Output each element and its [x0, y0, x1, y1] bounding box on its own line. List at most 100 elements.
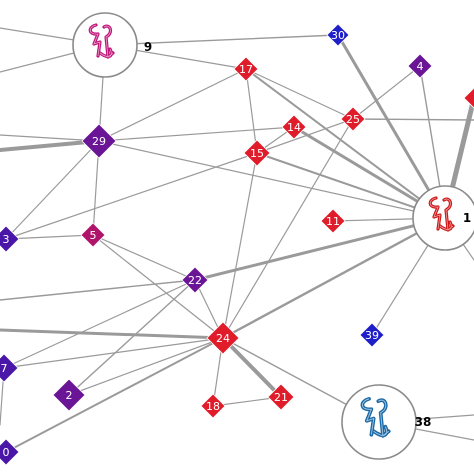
diamond-node-4[interactable]: 4 — [407, 53, 433, 79]
node-label: 3 — [3, 233, 10, 246]
node-label: 0 — [3, 446, 10, 459]
cluster-circle — [341, 384, 417, 460]
node-label: 25 — [346, 113, 360, 126]
diamond-shape — [267, 383, 295, 411]
edge-L3b-24 — [0, 328, 225, 340]
edge-15-24 — [222, 152, 258, 339]
diamond-node-3[interactable]: 3 — [0, 225, 20, 253]
node-label: 17 — [239, 63, 253, 76]
node-label: 24 — [216, 332, 230, 345]
diamond-shape — [0, 225, 20, 253]
edge-17-25 — [245, 68, 354, 120]
edge-29-14 — [98, 126, 295, 142]
cluster-node-9[interactable]: 9 — [72, 12, 152, 78]
edge-5-22 — [92, 234, 196, 281]
edge-3-15 — [5, 152, 258, 240]
diamond-shape — [320, 208, 346, 234]
diamond-node-24[interactable]: 24 — [206, 321, 240, 355]
protein-ribbon-highlight — [429, 197, 454, 231]
cluster-circle — [72, 12, 138, 78]
diamond-node-18[interactable]: 18 — [200, 393, 226, 419]
diamond-node-2[interactable]: 2 — [52, 378, 86, 412]
diamond-shape — [243, 139, 271, 167]
edge-17-1 — [245, 68, 446, 219]
cluster-node-38[interactable]: 38 — [341, 384, 432, 460]
diamond-node-39[interactable]: 39 — [359, 322, 385, 348]
diamond-node-29[interactable]: 29 — [81, 123, 117, 159]
edge-22-1 — [193, 216, 447, 282]
node-label: 18 — [206, 400, 220, 413]
diamond-node-14[interactable]: 14 — [281, 114, 307, 140]
edge-24-7 — [3, 337, 224, 369]
diamond-node-0[interactable]: 0 — [0, 438, 20, 466]
diamond-node-7[interactable]: 7 — [0, 353, 19, 383]
diamond-shape — [281, 114, 307, 140]
edge-25-15 — [256, 118, 354, 154]
diamond-shape — [200, 393, 226, 419]
node-label: 5 — [90, 229, 97, 242]
edge-25-24 — [222, 118, 354, 339]
edge-29-1 — [98, 140, 446, 219]
diamond-shape — [463, 87, 474, 109]
diamond-shape — [81, 123, 117, 159]
node-label: 11 — [326, 215, 340, 228]
diamond-node-25[interactable]: 25 — [340, 106, 366, 132]
diamond-nodes: 30 17 4 25 14 29 15 11 3 5 22 24 39 7 2 18 21 0 — [0, 23, 474, 466]
cluster-label: 38 — [415, 415, 432, 429]
diamond-node-r[interactable] — [463, 87, 474, 109]
edge-7-22 — [3, 279, 196, 369]
edge-29-3 — [5, 140, 100, 240]
diamond-shape — [326, 23, 350, 47]
diamond-shape — [407, 53, 433, 79]
edge-17-15 — [245, 68, 258, 154]
edge-24-2 — [68, 337, 224, 396]
edge-0-24 — [5, 337, 224, 453]
diamond-shape — [233, 56, 259, 82]
diamond-node-15[interactable]: 15 — [243, 139, 271, 167]
edge-25-Rt — [352, 118, 474, 121]
diamond-shape — [181, 266, 209, 294]
edge-Lm-29 — [0, 139, 101, 152]
diamond-node-11[interactable]: 11 — [320, 208, 346, 234]
node-label: 22 — [188, 274, 202, 287]
node-label: 21 — [274, 391, 288, 404]
cluster-label: 1 — [463, 211, 471, 225]
cluster-nodes: 9 1 38 — [72, 12, 474, 460]
node-label: 30 — [331, 29, 345, 42]
node-label: 7 — [1, 362, 8, 375]
diamond-shape — [206, 321, 240, 355]
diamond-node-21[interactable]: 21 — [267, 383, 295, 411]
node-label: 29 — [92, 135, 106, 148]
edge-L3a-22 — [0, 279, 196, 301]
cluster-circle — [412, 185, 474, 251]
edge-3-5 — [5, 234, 94, 240]
diamond-node-5[interactable]: 5 — [80, 222, 106, 248]
cluster-node-1[interactable]: 1 — [412, 185, 474, 251]
node-label: 2 — [66, 389, 73, 402]
edge-5-24 — [92, 234, 224, 339]
edge-30-1 — [336, 33, 447, 220]
edge-2-22 — [68, 279, 196, 396]
diamond-shape — [340, 106, 366, 132]
edge-24-21 — [221, 336, 283, 399]
edge-24-1 — [221, 216, 447, 340]
diamond-shape — [0, 438, 20, 466]
edge-29-17 — [98, 68, 247, 142]
node-label: 39 — [365, 329, 379, 342]
diamond-node-17[interactable]: 17 — [233, 56, 259, 82]
diamond-shape — [52, 378, 86, 412]
diamond-node-30[interactable]: 30 — [326, 23, 350, 47]
diamond-shape — [80, 222, 106, 248]
protein-ribbon-highlight — [89, 24, 114, 58]
edge-4-25 — [352, 65, 421, 120]
diamond-node-22[interactable]: 22 — [181, 266, 209, 294]
node-label: 14 — [287, 121, 301, 134]
edge-15-1 — [256, 152, 446, 219]
diamond-shape — [0, 353, 19, 383]
node-label: 4 — [417, 60, 424, 73]
node-label: 15 — [250, 147, 264, 160]
edge-9-30 — [104, 34, 339, 46]
diamond-shape — [359, 322, 385, 348]
cluster-label: 9 — [144, 40, 152, 54]
